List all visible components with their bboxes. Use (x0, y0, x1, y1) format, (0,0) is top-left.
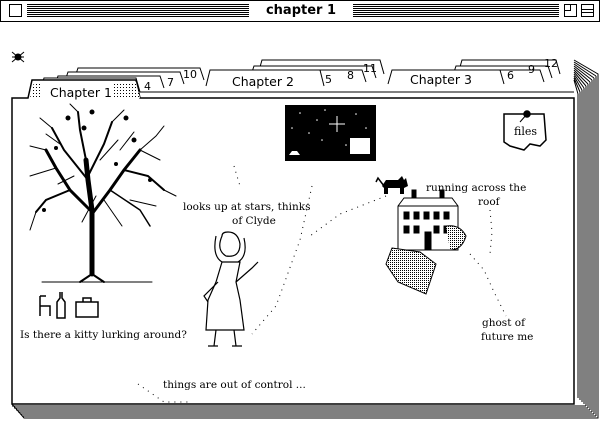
caption-control[interactable]: things are out of control ... (163, 379, 306, 391)
zoom-box-icon[interactable] (564, 4, 577, 17)
title-stripes-left (27, 4, 249, 17)
tab-chapter-10[interactable]: 10 (183, 68, 197, 81)
tab-chapter-3[interactable]: Chapter 3 (410, 72, 472, 87)
close-box-icon[interactable] (9, 4, 22, 17)
caption-running-line1[interactable]: running across the (426, 182, 527, 194)
tab-chapter-8[interactable]: 8 (347, 69, 354, 82)
title-bar[interactable]: chapter 1 (0, 0, 600, 22)
house-illustration (385, 189, 467, 295)
caption-ghost-line2[interactable]: future me (481, 331, 534, 343)
tree-foliage-spiders (42, 109, 152, 212)
tab-chapter-12[interactable]: 12 (544, 57, 558, 70)
tab-chapter-1[interactable]: Chapter 1 (50, 85, 112, 100)
caption-ghost-line1[interactable]: ghost of (482, 317, 525, 329)
caption-stars-line1[interactable]: looks up at stars, thinks (183, 201, 311, 213)
tab-chapter-6[interactable]: 6 (507, 69, 514, 82)
tab-chapter-5[interactable]: 5 (325, 73, 332, 86)
collapse-box-icon[interactable] (581, 4, 594, 17)
spider-icon (11, 51, 25, 63)
tab-chapter-7[interactable]: 7 (167, 76, 174, 89)
star-sky-image (285, 105, 376, 161)
tree-illustration (29, 103, 177, 283)
cat-icon (375, 176, 408, 194)
tab-chapter-11[interactable]: 11 (363, 62, 377, 75)
chair-icon (39, 295, 51, 316)
caption-stars-line2[interactable]: of Clyde (232, 215, 276, 227)
bottle-icon (56, 292, 66, 319)
window-title: chapter 1 (249, 2, 353, 19)
tab-chapter-9[interactable]: 9 (528, 63, 535, 76)
caption-running-line2[interactable]: roof (478, 196, 500, 208)
tab-chapter-4[interactable]: 4 (144, 80, 151, 93)
files-note-icon (503, 110, 547, 151)
tab-chapter-2[interactable]: Chapter 2 (232, 74, 294, 89)
title-stripes-right (353, 4, 559, 17)
files-button[interactable]: files (514, 125, 538, 138)
suitcase-icon (75, 297, 99, 318)
woman-figure (203, 231, 259, 347)
dotted-trails (137, 165, 507, 403)
caption-kitty[interactable]: Is there a kitty lurking around? (20, 329, 187, 341)
